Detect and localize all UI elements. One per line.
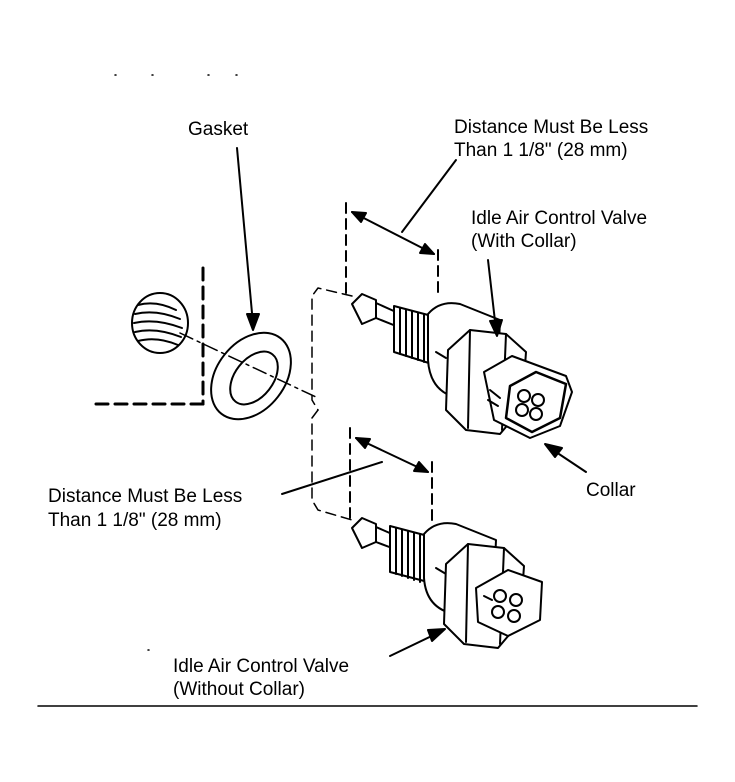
install-axis-line	[179, 332, 319, 399]
distance-dimension-top	[345, 202, 439, 299]
distance-bottom-label-line2: Than 1 1/8" (28 mm)	[48, 510, 222, 531]
mounting-surface-outline	[94, 266, 205, 406]
distance-bottom-label-line1: Distance Must Be Less	[48, 486, 243, 507]
iac-valve-with-collar	[351, 293, 573, 439]
iac-with-collar-label-line1: Idle Air Control Valve	[471, 208, 648, 229]
gasket	[210, 331, 292, 421]
iac-without-collar-leader-arrow	[389, 628, 446, 657]
iac-without-collar-label-line1: Idle Air Control Valve	[173, 656, 350, 677]
gasket-leader-arrow	[236, 147, 260, 331]
alignment-bracket	[311, 287, 353, 521]
scan-specks	[114, 74, 238, 651]
collar-leader-arrow	[544, 443, 587, 473]
iac-with-collar-label-line2: (With Collar)	[471, 231, 577, 252]
distance-dimension-bottom	[349, 427, 433, 521]
distance-top-label-line1: Distance Must Be Less	[454, 117, 649, 138]
iac-valve-without-collar	[351, 517, 543, 649]
collar-label: Collar	[586, 480, 636, 501]
iac-without-collar-label-line2: (Without Collar)	[173, 679, 305, 700]
distance-bottom-leader-arrow	[281, 461, 383, 495]
gasket-label: Gasket	[188, 119, 249, 140]
iac-with-collar-leader-arrow	[487, 259, 503, 337]
distance-top-label-line2: Than 1 1/8" (28 mm)	[454, 140, 628, 161]
pintle-port	[131, 292, 189, 354]
distance-top-leader-arrow	[401, 159, 457, 233]
